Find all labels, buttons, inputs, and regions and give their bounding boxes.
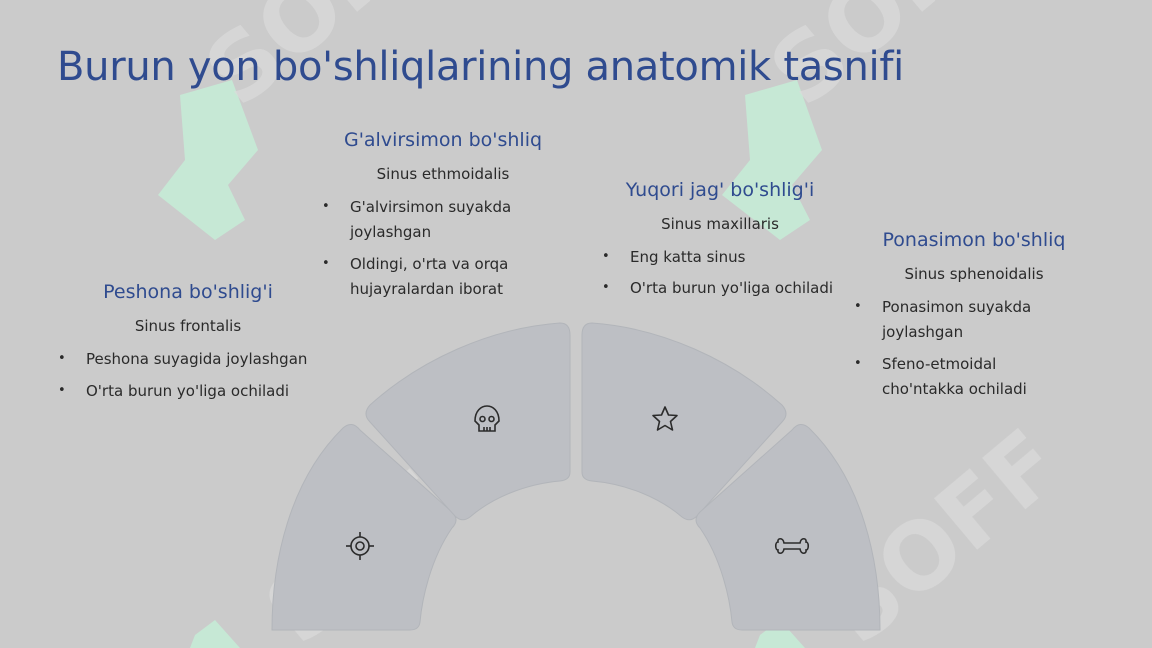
bullet-item: Eng katta sinus bbox=[602, 244, 838, 270]
section-heading: Ponasimon bo'shliq bbox=[882, 229, 1066, 251]
bullet-item: Ponasimon suyakda joylashgan bbox=[854, 294, 1072, 345]
section-latin-name: Sinus maxillaris bbox=[661, 215, 779, 233]
skull-icon bbox=[474, 405, 500, 432]
section-bullets: Peshona suyagida joylashgan O'rta burun … bbox=[58, 346, 318, 404]
section-heading: G'alvirsimon bo'shliq bbox=[343, 129, 543, 151]
section-maxillaris: Yuqori jag' bo'shlig'i Sinus maxillaris … bbox=[602, 179, 838, 308]
section-bullets: G'alvirsimon suyakda joylashgan Oldingi,… bbox=[322, 194, 564, 302]
bullet-item: O'rta burun yo'liga ochiladi bbox=[602, 275, 838, 301]
bone-icon bbox=[774, 537, 810, 555]
bullet-item: Peshona suyagida joylashgan bbox=[58, 346, 318, 372]
section-bullets: Ponasimon suyakda joylashgan Sfeno-etmoi… bbox=[854, 294, 1094, 402]
star-icon bbox=[652, 406, 678, 431]
page-title: Burun yon bo'shliqlarining anatomik tasn… bbox=[57, 44, 904, 90]
section-sphenoidalis: Ponasimon bo'shliq Sinus sphenoidalis Po… bbox=[854, 229, 1094, 409]
bullet-item: Sfeno-etmoidal cho'ntakka ochiladi bbox=[854, 351, 1082, 402]
section-heading: Peshona bo'shlig'i bbox=[103, 281, 273, 303]
target-icon bbox=[346, 532, 374, 560]
segment-sphenoidalis bbox=[695, 424, 881, 631]
segment-ethmoidalis bbox=[365, 322, 571, 521]
section-latin-name: Sinus frontalis bbox=[134, 317, 242, 335]
section-ethmoidalis: G'alvirsimon bo'shliq Sinus ethmoidalis … bbox=[322, 129, 564, 309]
section-bullets: Eng katta sinus O'rta burun yo'liga ochi… bbox=[602, 244, 838, 301]
bullet-item: G'alvirsimon suyakda joylashgan bbox=[322, 194, 540, 245]
section-frontalis: Peshona bo'shlig'i Sinus frontalis Pesho… bbox=[58, 281, 318, 411]
bullet-item: O'rta burun yo'liga ochiladi bbox=[58, 378, 318, 404]
bullet-item: Oldingi, o'rta va orqa hujayralardan ibo… bbox=[322, 251, 550, 302]
section-latin-name: Sinus ethmoidalis bbox=[376, 165, 510, 183]
section-latin-name: Sinus sphenoidalis bbox=[904, 265, 1044, 283]
section-heading: Yuqori jag' bo'shlig'i bbox=[625, 179, 815, 201]
